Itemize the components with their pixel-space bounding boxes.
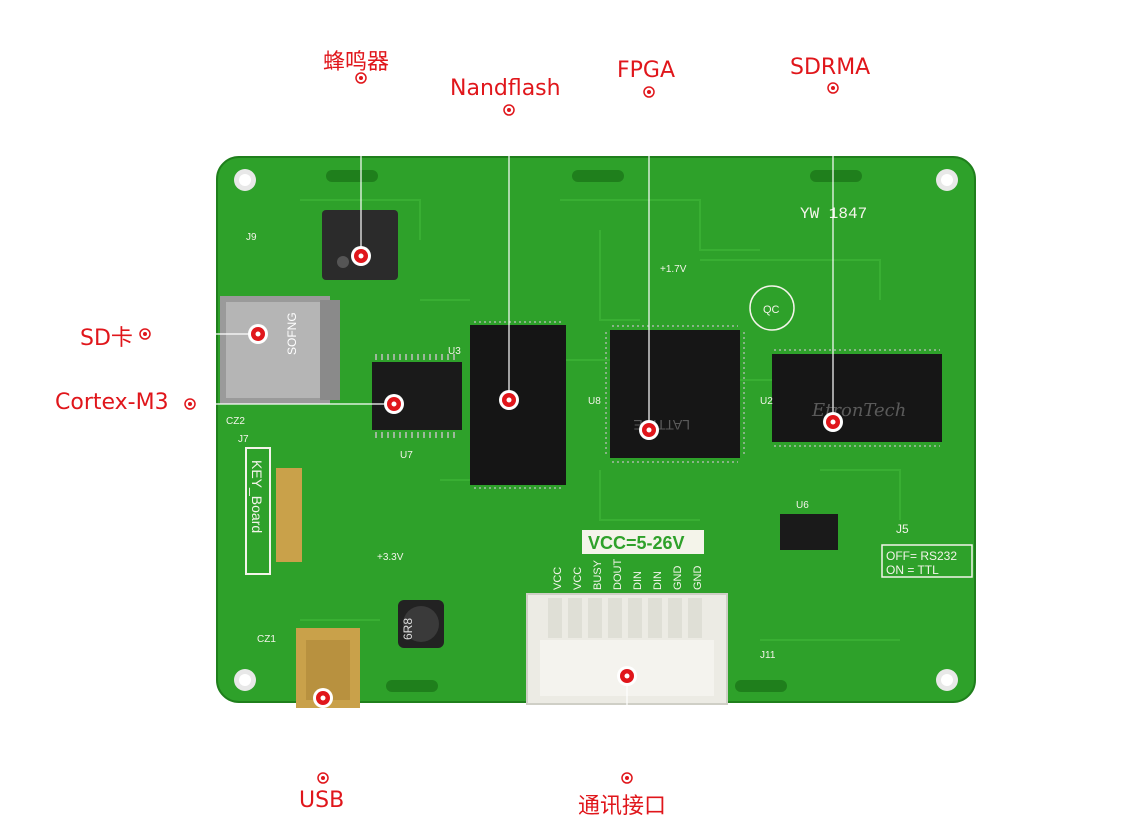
mounting-hole — [936, 669, 958, 691]
pin-label: VCC — [552, 567, 564, 590]
u7-label: U7 — [400, 450, 413, 461]
label-buzzer: 蜂鸣器 — [323, 50, 390, 75]
pcb-traces — [300, 199, 901, 641]
target-marker — [313, 688, 333, 708]
rs232-label: OFF= RS232 — [886, 549, 957, 563]
target-marker — [248, 324, 268, 344]
chip-u6 — [780, 514, 838, 550]
label-nandflash: Nandflash — [450, 76, 561, 101]
label-usb: USB — [299, 788, 345, 813]
u3-label: U3 — [448, 346, 461, 357]
callout-dot — [184, 398, 196, 410]
callout-dot — [621, 772, 633, 784]
sd-slot-brand: SOFNG — [285, 312, 299, 355]
pin-label: DIN — [632, 571, 644, 590]
label-comm-interface: 通讯接口 — [578, 794, 667, 819]
qc-label: QC — [763, 304, 780, 316]
target-marker — [823, 412, 843, 432]
inductor — [398, 600, 444, 648]
callout-markers — [139, 72, 843, 784]
key-board-connector — [245, 447, 302, 575]
callout-dot — [317, 772, 329, 784]
u6-label: U6 — [796, 500, 809, 511]
target-marker — [617, 666, 637, 686]
comm-connector — [526, 593, 728, 705]
sd-card-slot — [220, 296, 340, 404]
pin-label: DIN — [652, 571, 664, 590]
v33-label: +3.3V — [377, 552, 404, 563]
vcc-label: VCC=5-26V — [588, 533, 685, 553]
cz2-label: CZ2 — [226, 416, 245, 427]
label-fpga: FPGA — [617, 58, 676, 83]
callout-dot — [139, 328, 151, 340]
pin-label: GND — [692, 566, 704, 591]
chip-nandflash — [470, 321, 566, 489]
chip-fpga — [605, 325, 745, 463]
callout-dot — [643, 86, 655, 98]
target-marker — [639, 420, 659, 440]
j11-label: J11 — [760, 650, 776, 661]
v17-label: +1.7V — [660, 264, 687, 275]
connector-pin-labels: VCC VCC BUSY DOUT DIN DIN GND GND — [552, 559, 704, 590]
target-marker — [499, 390, 519, 410]
yw-label: YW 1847 — [800, 205, 867, 223]
cz1-label: CZ1 — [257, 634, 276, 645]
pin-label: VCC — [572, 567, 584, 590]
u8-label: U8 — [588, 396, 601, 407]
key-board-label: KEY_Board — [249, 460, 265, 533]
pin-label: GND — [672, 566, 684, 591]
label-cortex-m3: Cortex-M3 — [55, 390, 169, 415]
u2-label: U2 — [760, 396, 773, 407]
j7-label: J7 — [238, 434, 249, 445]
rs232-ttl-box — [881, 544, 973, 578]
chip-cortex-m3 — [372, 354, 462, 438]
callout-lines — [145, 78, 834, 778]
qc-circle — [749, 285, 795, 331]
label-sdram: SDRMA — [790, 55, 871, 80]
j5-label: J5 — [896, 522, 909, 536]
mounting-hole — [234, 169, 256, 191]
pcb-board — [216, 156, 976, 703]
pin-label: BUSY — [592, 559, 604, 590]
mounting-hole — [234, 669, 256, 691]
target-marker — [351, 246, 371, 266]
buzzer-component — [322, 210, 398, 280]
j9-label: J9 — [246, 232, 257, 243]
label-sd-card: SD卡 — [80, 326, 133, 351]
mounting-hole — [936, 169, 958, 191]
target-marker — [384, 394, 404, 414]
pin-label: DOUT — [612, 559, 624, 590]
vcc-box — [582, 530, 704, 554]
chip-sdram — [772, 349, 942, 447]
callout-dot — [827, 82, 839, 94]
callout-dot — [355, 72, 367, 84]
ttl-label: ON = TTL — [886, 563, 939, 577]
inductor-label: 6R8 — [401, 618, 415, 640]
callout-dot — [503, 104, 515, 116]
